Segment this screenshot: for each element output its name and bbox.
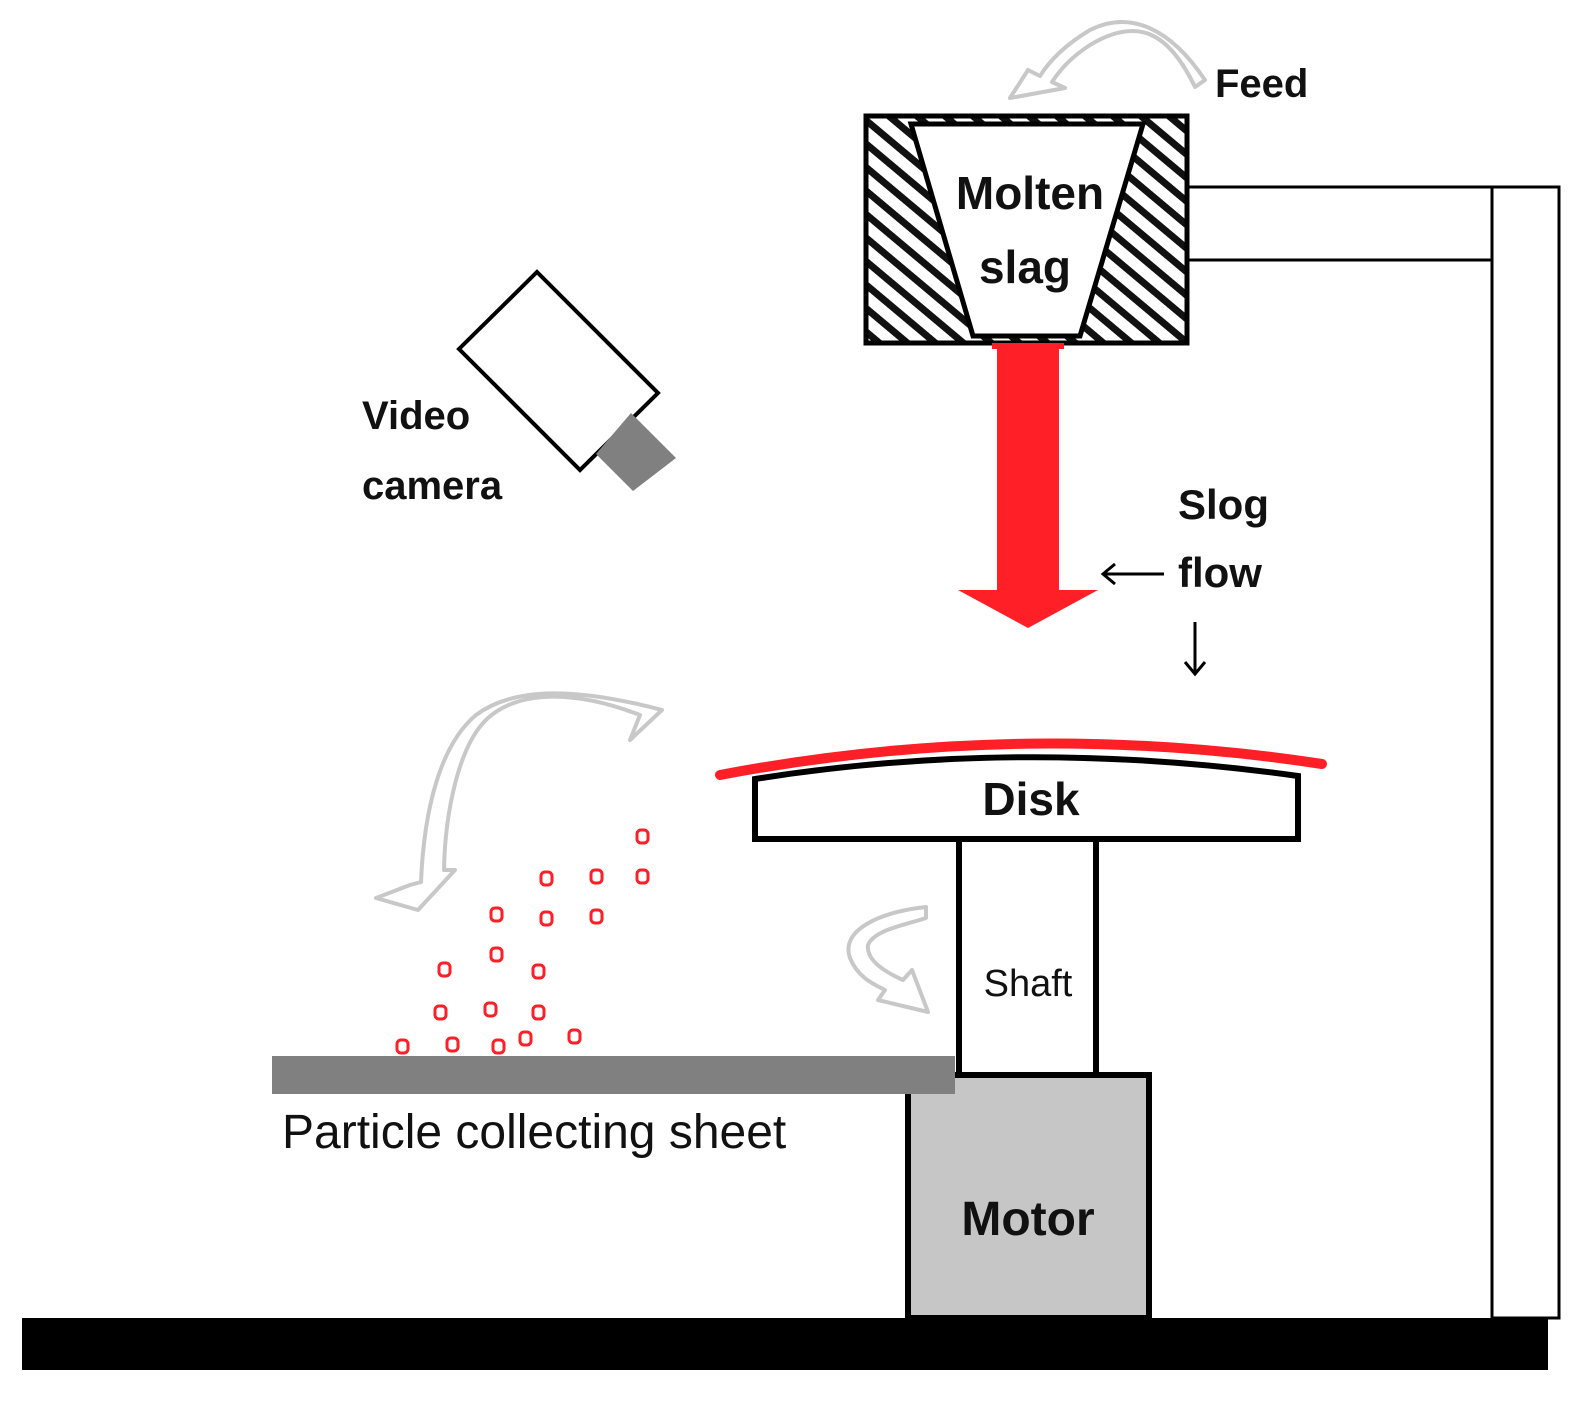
motor	[905, 1072, 1152, 1321]
slag-particle	[489, 946, 504, 963]
disk-label: Disk	[982, 773, 1080, 825]
rotation-arrow-icon	[846, 905, 930, 1014]
slog-flow-label-2: flow	[1178, 549, 1262, 596]
left-arrow-icon	[1100, 562, 1164, 586]
disk	[752, 754, 1301, 842]
slag-particle	[445, 1036, 460, 1053]
slag-particle	[437, 961, 452, 978]
feed-label: Feed	[1215, 62, 1308, 106]
slag-film	[715, 738, 1327, 780]
molten-slag-label-1: Molten	[956, 167, 1104, 219]
slag-particles	[395, 828, 650, 1055]
feed-arrow-icon	[1008, 20, 1207, 100]
video-camera-icon	[456, 269, 676, 491]
slag-particle	[589, 908, 604, 925]
slag-particle	[395, 1038, 410, 1055]
molten-slag-label-2: slag	[979, 241, 1071, 293]
slag-particle	[491, 1038, 506, 1055]
video-camera-label-1: Video	[362, 394, 470, 438]
slag-particle	[531, 1004, 546, 1021]
shaft-label: Shaft	[984, 963, 1073, 1005]
slog-flow-label-1: Slog	[1178, 481, 1269, 528]
slag-particle	[589, 868, 604, 885]
slag-particle	[433, 1004, 448, 1021]
shaft	[956, 836, 1099, 1078]
slag-flow-arrow-icon	[958, 343, 1098, 628]
slag-particle	[489, 906, 504, 923]
scatter-arrow-icon	[374, 691, 664, 912]
slag-particle	[635, 868, 650, 885]
ground-base	[22, 1318, 1548, 1370]
slag-particle	[539, 870, 554, 887]
slag-particle	[539, 910, 554, 927]
video-camera-label-2: camera	[362, 464, 503, 508]
motor-label: Motor	[961, 1193, 1094, 1246]
particle-collecting-sheet-label: Particle collecting sheet	[282, 1106, 786, 1159]
crucible	[863, 113, 1190, 346]
slag-particle	[567, 1028, 582, 1045]
support-frame	[1187, 185, 1561, 1320]
slag-particle	[483, 1001, 498, 1018]
slag-particle	[518, 1030, 533, 1047]
slag-particle	[531, 963, 546, 980]
slag-particle	[635, 828, 650, 845]
down-arrow-icon	[1183, 622, 1207, 677]
particle-collecting-sheet	[272, 1056, 955, 1094]
